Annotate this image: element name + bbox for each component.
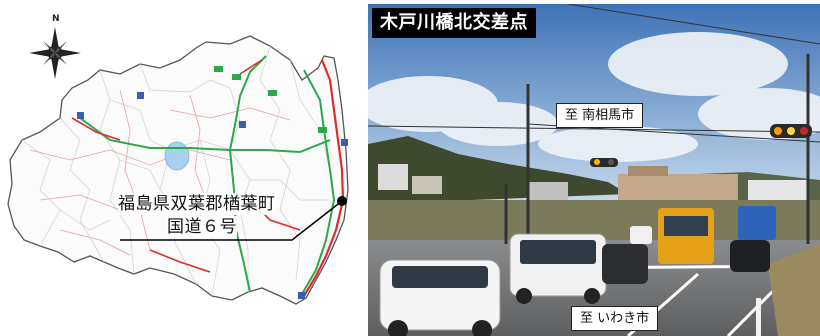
- fukushima-map: [7, 27, 349, 305]
- direction-south-sign: 至 いわき市: [571, 306, 659, 331]
- map-panel: N 福島県双葉郡楢葉町 国道６号: [0, 0, 366, 336]
- expressways: [79, 55, 336, 295]
- compass-icon: [29, 27, 81, 79]
- compass-north-label: N: [52, 14, 60, 24]
- other-national-roads: [71, 59, 301, 273]
- route-markers: [77, 66, 348, 299]
- location-name: 福島県双葉郡楢葉町: [118, 193, 276, 215]
- municipal-borders: [21, 45, 331, 297]
- route-name: 国道６号: [167, 216, 237, 238]
- photo-illustration: [368, 4, 820, 336]
- route-6-line: [303, 59, 345, 297]
- leader-line: [120, 200, 343, 241]
- traffic-light-right: [770, 124, 812, 138]
- intersection-photo: 木戸川橋北交差点 至 南相馬市 至 いわき市: [368, 4, 820, 336]
- direction-north-sign: 至 南相馬市: [556, 103, 644, 128]
- delineator-post: [756, 298, 761, 336]
- photo-title: 木戸川橋北交差点: [372, 8, 536, 38]
- traffic-light-center: [590, 158, 618, 167]
- lake: [164, 141, 190, 171]
- grass-right: [768, 244, 820, 336]
- location-marker: [337, 196, 347, 206]
- vehicles: [379, 206, 776, 336]
